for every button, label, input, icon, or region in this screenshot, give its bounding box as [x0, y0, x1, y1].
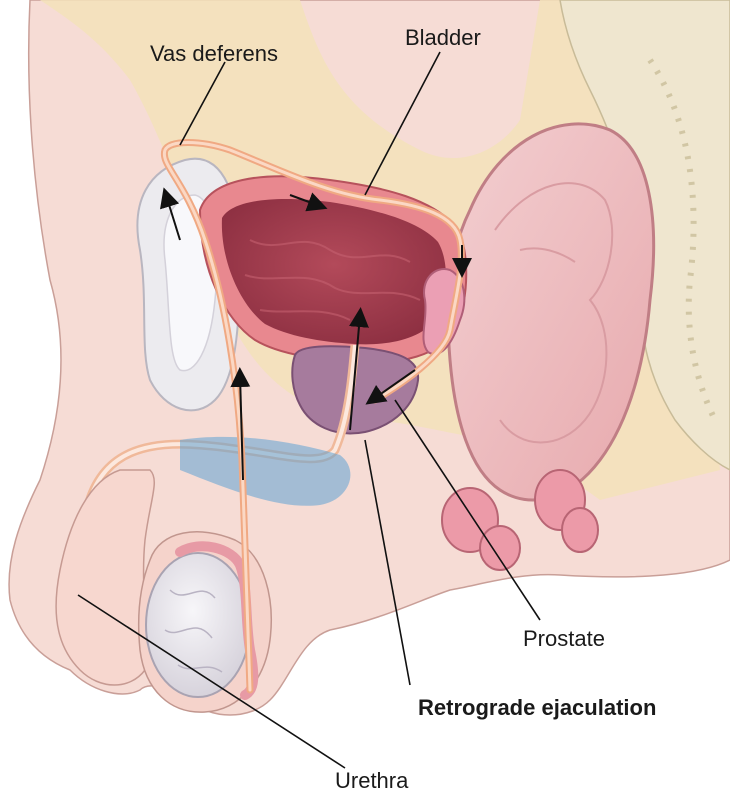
- bladder-rugae: [244, 239, 421, 321]
- leader-lines: [77, 51, 541, 769]
- label-bladder: Bladder: [405, 25, 481, 50]
- rectum: [446, 122, 656, 502]
- penis: [55, 469, 156, 686]
- bladder-lumen: [221, 198, 446, 345]
- label-urethra: Urethra: [335, 768, 409, 793]
- rectum-fold: [494, 182, 614, 444]
- erectile-tissue: [180, 436, 351, 506]
- label-prostate: Prostate: [523, 626, 605, 651]
- label-vas-deferens: Vas deferens: [150, 41, 279, 66]
- testis: [145, 552, 251, 698]
- flow-arrows: [160, 187, 472, 481]
- label-retrograde-ejaculation: Retrograde ejaculation: [418, 695, 657, 720]
- rectum-fold: [519, 247, 576, 263]
- testis-vessels: [164, 589, 223, 673]
